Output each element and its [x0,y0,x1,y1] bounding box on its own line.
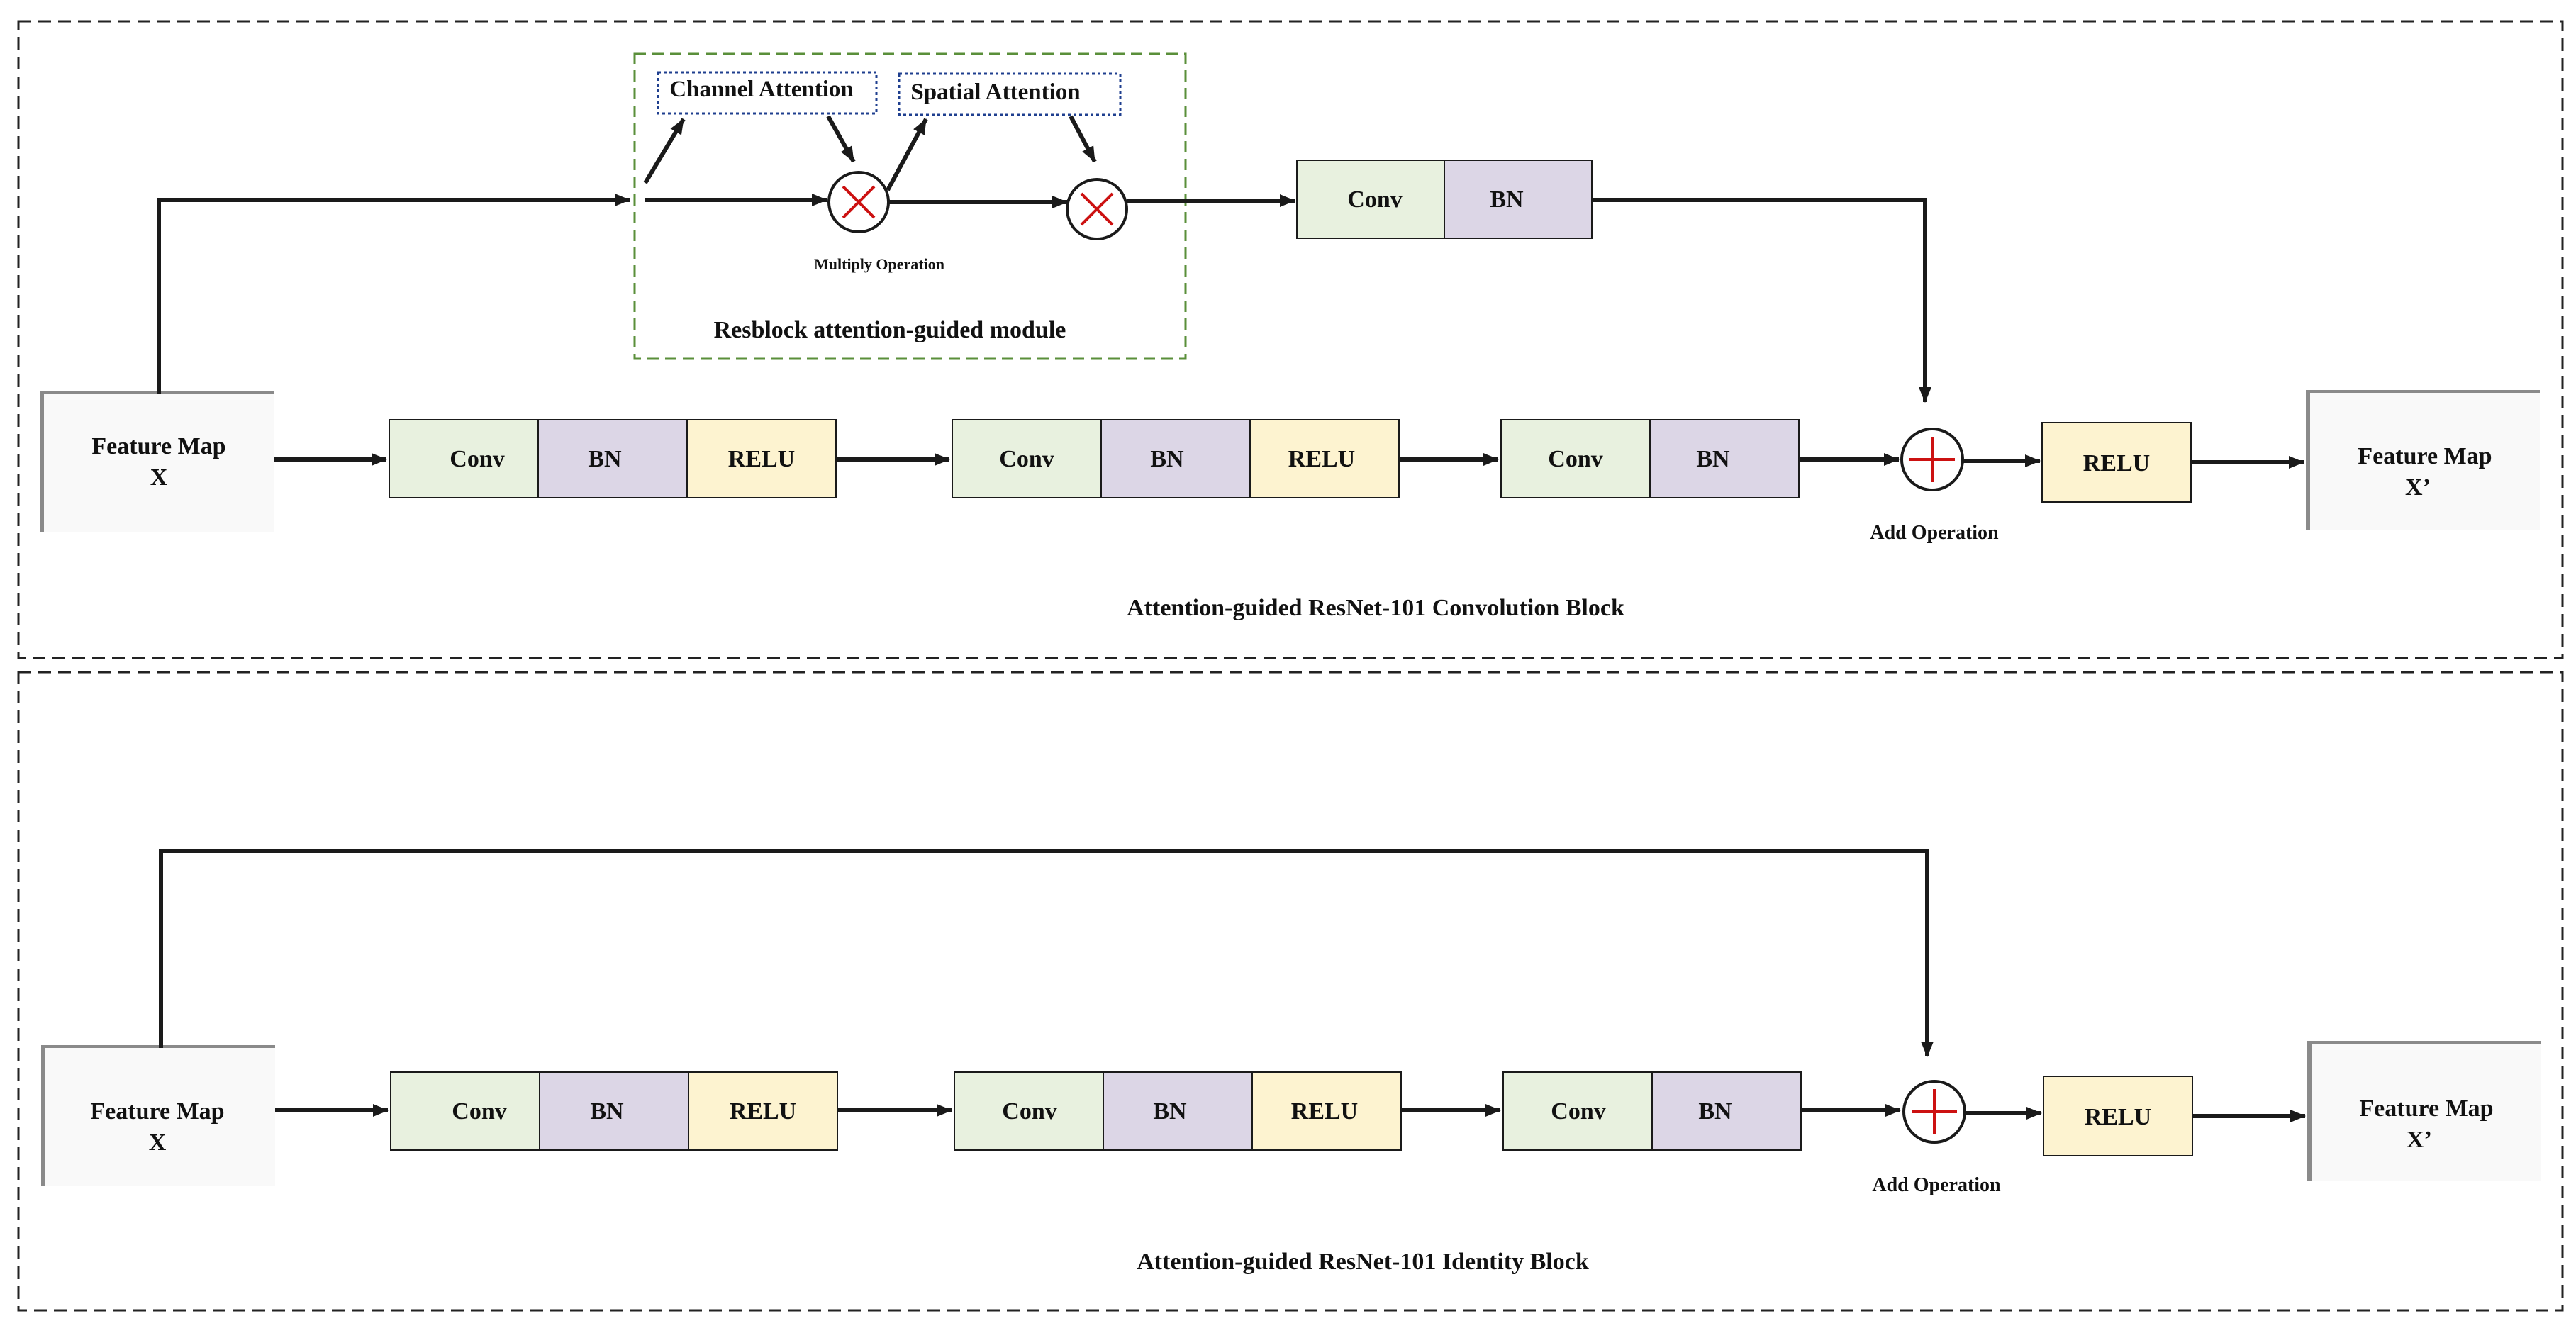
conv-block-stage-2: Conv BN RELU [952,419,1400,498]
conv-block-output-feature-map: Feature Map X’ [2306,390,2540,530]
output-label-line2: X’ [2405,474,2431,501]
conv-block-stage-1: Conv BN RELU [389,419,837,498]
id-stage3-conv-label: Conv [1551,1098,1605,1125]
conv-block-add-label: Add Operation [1870,522,1999,544]
id-block-shortcut-line [159,849,1934,1057]
convolution-block-frame [17,20,2564,659]
input-label-line1: Feature Map [91,433,225,459]
attention-module-title: Resblock attention-guided module [714,317,1066,343]
id-block-final-relu-label: RELU [2085,1104,2151,1130]
channel-attention-to-multiply-arrow [826,115,856,163]
stage1-conv-label: Conv [450,446,504,472]
id-input-label-line1: Feature Map [90,1098,224,1125]
stage2-bn-label: BN [1150,446,1184,472]
stage1-relu-label: RELU [728,446,795,472]
id-stage1-relu-label: RELU [730,1098,796,1125]
attention-module-frame [633,52,1187,360]
spatial-attention-box [898,72,1122,116]
stage2-conv-label: Conv [999,446,1054,472]
id-block-title: Attention-guided ResNet-101 Identity Blo… [1137,1249,1589,1275]
shortcut-conv-label: Conv [1347,186,1402,213]
id-stage2-relu-label: RELU [1291,1098,1358,1125]
conv-block-add-operator [1900,428,1964,491]
channel-attention-label: Channel Attention [669,77,853,102]
id-block-stage-2: Conv BN RELU [954,1071,1402,1151]
id-stage2-conv-label: Conv [1002,1098,1056,1125]
id-block-stage-1: Conv BN RELU [390,1071,838,1151]
stage2-relu-label: RELU [1288,446,1355,472]
conv-block-shortcut-line [157,194,630,394]
id-stage2-bn-label: BN [1153,1098,1187,1125]
conv-block-final-relu-label: RELU [2083,450,2150,476]
id-block-stage-3: Conv BN [1502,1071,1802,1151]
id-input-label-line2: X [149,1130,167,1156]
to-spatial-attention-arrow [886,118,928,191]
id-block-final-relu [2043,1076,2193,1156]
stage3-conv-label: Conv [1548,446,1602,472]
channel-attention-box [657,71,878,115]
multiply-operation-label: Multiply Operation [814,255,944,273]
multiply-operator-1 [827,171,890,233]
identity-block-frame [17,671,2564,1312]
conv-block-stage-3: Conv BN [1500,419,1800,498]
output-label-line1: Feature Map [2358,443,2492,469]
conv-block-input-feature-map: Feature Map X [40,391,274,532]
conv-block-title: Attention-guided ResNet-101 Convolution … [1127,595,1624,621]
id-block-add-label: Add Operation [1872,1174,2001,1196]
id-output-label-line2: X’ [2407,1127,2432,1153]
conv-block-final-relu [2041,422,2192,503]
to-channel-attention-arrow [643,118,686,184]
spatial-attention-label: Spatial Attention [910,79,1080,105]
spatial-attention-to-multiply-arrow [1069,115,1097,163]
multiply-operator-2 [1066,178,1128,240]
id-block-add-operator [1902,1080,1966,1144]
id-output-label-line1: Feature Map [2359,1095,2493,1122]
input-label-line2: X [150,464,168,491]
id-block-output-feature-map: Feature Map X’ [2307,1041,2541,1181]
stage1-bn-label: BN [588,446,622,472]
id-stage1-conv-label: Conv [452,1098,506,1125]
id-stage1-bn-label: BN [590,1098,624,1125]
stage3-bn-label: BN [1696,446,1730,472]
id-block-input-feature-map: Feature Map X [41,1045,275,1186]
shortcut-to-add-arrow [1592,198,1931,403]
shortcut-bn-label: BN [1490,186,1524,213]
shortcut-conv-bn: Conv BN [1296,160,1593,239]
id-stage3-bn-label: BN [1698,1098,1732,1125]
